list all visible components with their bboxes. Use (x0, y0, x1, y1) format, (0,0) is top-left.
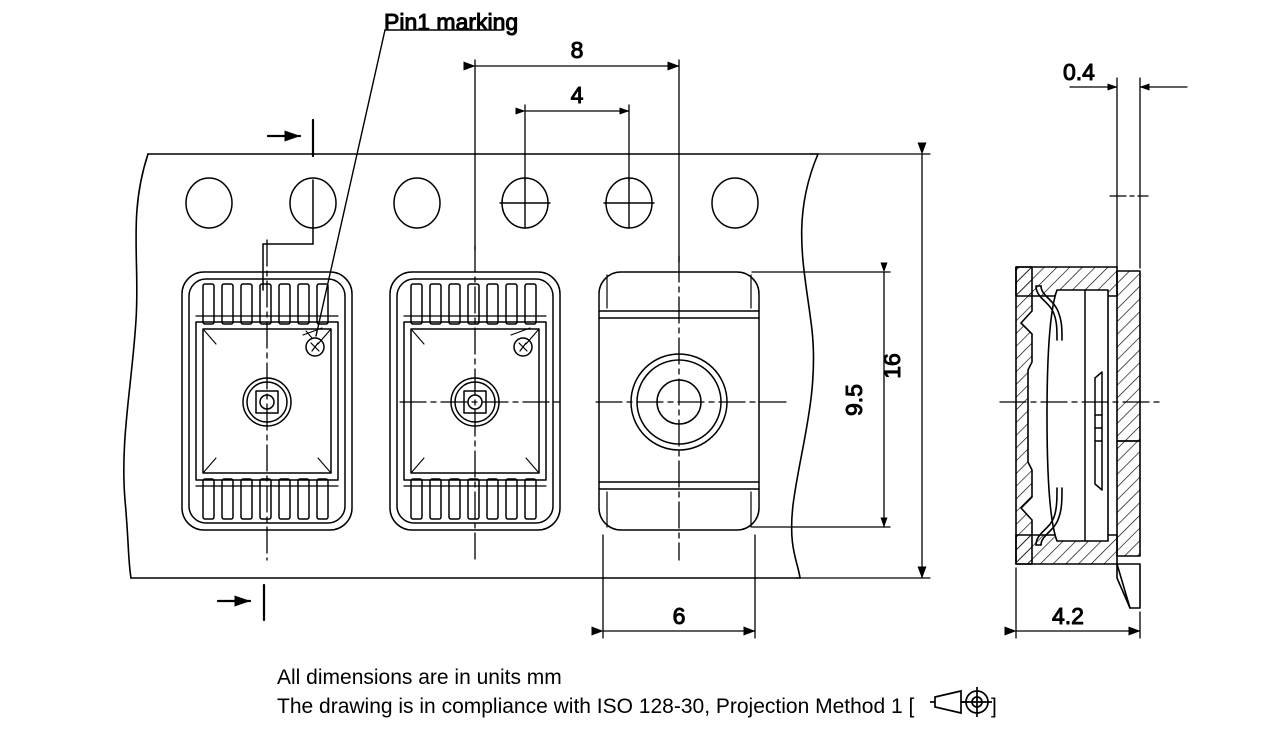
standard-note-close: ] (991, 695, 997, 718)
units-note: All dimensions are in units mm (277, 666, 562, 689)
sprocket-centre-marks (499, 177, 655, 229)
leads-bottom (195, 478, 339, 520)
dimension-value-6: 6 (673, 603, 686, 629)
plan-view (123, 153, 819, 579)
tape-wall-lower (1116, 440, 1141, 557)
dimension-value-4p2: 4.2 (1052, 603, 1084, 629)
carrier-tape-outline (123, 153, 819, 579)
leads-top (403, 283, 547, 325)
leads-top (195, 283, 339, 325)
sprocket-hole (393, 177, 441, 229)
dimension-pocket-9p5 (751, 262, 891, 528)
sprocket-hole (185, 177, 233, 229)
pin1-mark-indicator (305, 337, 325, 357)
feed-direction-arrow-top (266, 118, 315, 158)
component-centrelines (266, 239, 791, 561)
component-body-section (1046, 289, 1109, 542)
lead-section-lower (1035, 487, 1063, 546)
dimension-pitch-8 (463, 59, 680, 263)
pin1-marking-label: Pin1 marking (384, 9, 518, 35)
standard-note: The drawing is in compliance with ISO 12… (277, 695, 914, 718)
tape-skirt (1116, 563, 1141, 609)
lead-section-upper (1035, 285, 1063, 341)
dimension-depth-4p2 (1004, 567, 1141, 639)
pin1-marking-annotation (262, 29, 503, 337)
break-line-left (123, 153, 149, 579)
dimension-value-16: 16 (879, 353, 905, 379)
dimension-pocket-6 (591, 534, 756, 639)
side-section-view (999, 195, 1163, 609)
body-feature-slot (1094, 371, 1103, 491)
first-angle-projection-symbol (930, 687, 992, 717)
dimension-tape-width-16 (795, 142, 931, 579)
dimension-value-0p4: 0.4 (1063, 59, 1095, 85)
sprocket-hole (711, 177, 759, 229)
dimension-pocket-4 (515, 104, 630, 181)
dimension-value-9p5: 9.5 (841, 384, 867, 416)
sprocket-hole-row (185, 177, 759, 229)
wall-left (1015, 266, 1033, 565)
pin1-mark-indicator (513, 337, 533, 357)
break-line-right (790, 153, 819, 579)
dimension-value-8: 8 (571, 37, 584, 63)
feed-direction-arrow-bottom (216, 583, 266, 622)
tape-wall-upper (1116, 270, 1141, 442)
dimension-value-4: 4 (571, 82, 584, 108)
dimension-tape-thk-0p4 (1069, 77, 1188, 269)
